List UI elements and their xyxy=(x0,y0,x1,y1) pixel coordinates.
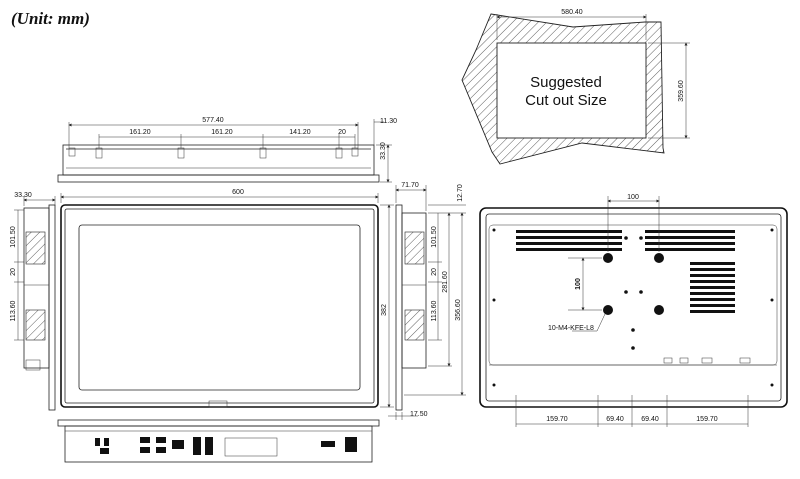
right-lower-dim: 113.60 xyxy=(431,300,438,321)
rear-b3-dim: 69.40 xyxy=(641,416,659,423)
bottom-view xyxy=(57,419,380,463)
unit-title: (Unit: mm) xyxy=(11,9,90,28)
left-gap-dim: 20 xyxy=(10,268,17,276)
rear-b1-dim: 159.70 xyxy=(546,416,568,423)
cutout-label-line1: Suggested xyxy=(530,74,602,91)
cutout-height-dim: 359.60 xyxy=(678,80,685,102)
right-side-view: 71.70 12.70 101.50 20 113.60 281.60 356.… xyxy=(388,182,466,420)
rear-vesa-h-dim: 100 xyxy=(627,194,639,201)
top-right-offset-dim: 11.30 xyxy=(380,118,397,125)
right-gap-dim: 20 xyxy=(431,268,438,276)
top-seg1-dim: 161.20 xyxy=(129,129,151,136)
front-view: 600 382 xyxy=(60,189,394,408)
right-upper-dim: 101.50 xyxy=(431,226,438,248)
cutout-label-line2: Cut out Size xyxy=(525,92,607,109)
rear-vesa-v-dim: 100 xyxy=(575,278,582,290)
left-upper-dim: 101.50 xyxy=(10,226,17,248)
front-width-dim: 600 xyxy=(232,189,244,196)
top-view: 577.40 161.20 161.20 141.20 20 11.30 33.… xyxy=(57,117,397,183)
screw-callout: 10-M4-KFE-L8 xyxy=(548,325,594,332)
cutout-width-dim: 580.40 xyxy=(561,9,583,16)
cutout-opening xyxy=(496,42,647,139)
right-span-dim: 281.60 xyxy=(442,271,449,293)
rear-view: 100 100 10-M4-KFE-L8 159.70 69.40 69.40 … xyxy=(479,194,788,427)
cutout-view: Suggested Cut out Size 580.40 359.60 xyxy=(461,9,690,165)
top-seg4-dim: 20 xyxy=(338,129,346,136)
left-side-view: 33.30 101.50 20 113.60 xyxy=(10,192,56,411)
right-bottom-dim: 17.50 xyxy=(410,411,428,418)
front-height-dim: 382 xyxy=(381,304,388,316)
top-seg3-dim: 141.20 xyxy=(289,129,311,136)
rear-b2-dim: 69.40 xyxy=(606,416,624,423)
top-height-dim: 33.30 xyxy=(380,142,387,160)
left-lower-dim: 113.60 xyxy=(10,300,17,321)
rear-b4-dim: 159.70 xyxy=(696,416,718,423)
left-depth-dim: 33.30 xyxy=(14,192,32,199)
right-overall-dim: 356.60 xyxy=(455,299,462,321)
top-seg2-dim: 161.20 xyxy=(211,129,233,136)
right-depth-dim: 71.70 xyxy=(401,182,419,189)
top-overall-dim: 577.40 xyxy=(202,117,224,124)
right-top-offset-dim: 12.70 xyxy=(457,184,464,202)
